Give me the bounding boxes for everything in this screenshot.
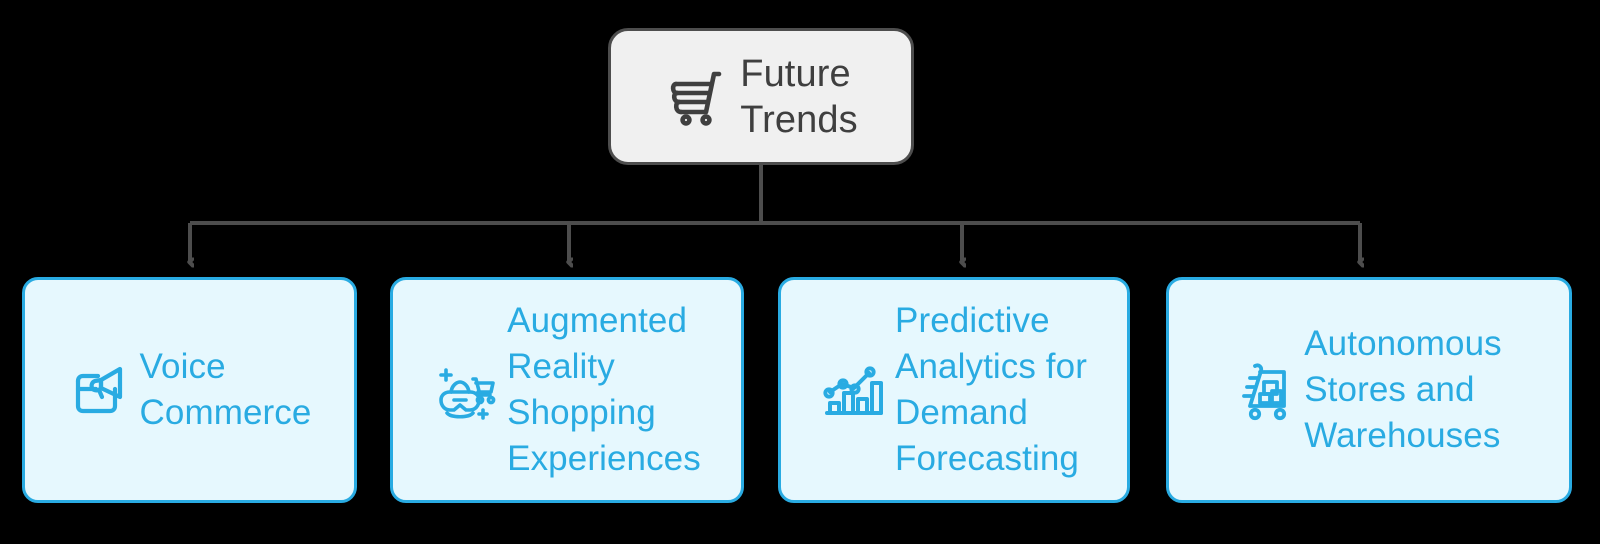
- child-node-augmented-reality-shopping[interactable]: Augmented Reality Shopping Experiences: [390, 277, 744, 503]
- root-node-future-trends[interactable]: Future Trends: [608, 28, 914, 165]
- child-node-voice-commerce[interactable]: Voice Commerce: [22, 277, 357, 503]
- child-node-label: Augmented Reality Shopping Experiences: [507, 301, 701, 478]
- vr-headset-cart-icon: [439, 368, 496, 420]
- child-node-autonomous-stores[interactable]: Autonomous Stores and Warehouses: [1166, 277, 1572, 503]
- child-node-label: Autonomous Stores and Warehouses: [1304, 324, 1502, 455]
- autonomous-delivery-cart-icon: [1242, 363, 1287, 421]
- child-node-label: Predictive Analytics for Demand Forecast…: [895, 301, 1087, 478]
- shopping-cart-speed-icon: [671, 71, 722, 126]
- root-node-label: Future Trends: [740, 52, 858, 141]
- child-node-predictive-analytics[interactable]: Predictive Analytics for Demand Forecast…: [778, 277, 1130, 503]
- megaphone-card-icon: [75, 366, 122, 414]
- bar-chart-trend-icon: [823, 366, 884, 415]
- child-node-label: Voice Commerce: [139, 347, 312, 432]
